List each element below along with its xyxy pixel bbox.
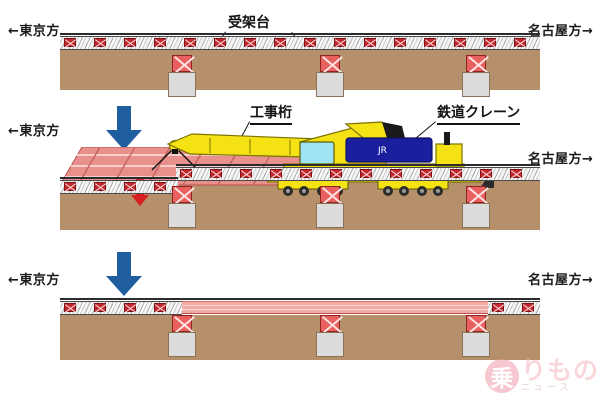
callout-koji-keta: 工事桁 <box>250 102 292 125</box>
sleeper-tie <box>450 169 462 178</box>
ballast-bed-1 <box>60 36 540 50</box>
sleeper-tie <box>484 38 496 47</box>
support-stand <box>466 315 486 332</box>
sleeper-tie <box>64 303 76 312</box>
panel-step-2: ←東京方 名古屋方→ 工事桁 鉄道クレーン <box>0 100 600 230</box>
sleeper-tie <box>424 38 436 47</box>
sleeper-tie <box>244 38 256 47</box>
direction-label-tokyo-3: ←東京方 <box>8 273 60 288</box>
sleeper-tie <box>180 169 192 178</box>
sleeper-tie <box>334 38 346 47</box>
support-footing <box>462 332 490 357</box>
direction-label-tokyo-2: ←東京方 <box>8 124 60 139</box>
sleeper-tie <box>514 38 526 47</box>
direction-label-nagoya-2: 名古屋方→ <box>528 152 594 167</box>
sleeper-tie <box>154 303 166 312</box>
track-assembly-3 <box>60 298 540 316</box>
sleeper-tie <box>522 303 534 312</box>
sleeper-tie <box>210 169 222 178</box>
rail-line-2-left <box>60 177 178 179</box>
ballast-bed-3 <box>60 301 182 315</box>
support-footing <box>316 72 344 97</box>
track-assembly-2-left <box>60 177 178 195</box>
callout-tetsudo-crane: 鉄道クレーン <box>437 102 521 125</box>
ballast-bed-3-right <box>488 301 540 315</box>
track-assembly-1 <box>60 33 540 51</box>
sleeper-tie <box>94 182 106 191</box>
step-arrow-down-1 <box>100 104 148 156</box>
rail-line-3 <box>60 298 540 300</box>
support-stand <box>320 186 340 203</box>
sleeper-tie <box>64 182 76 191</box>
support-stand <box>320 55 340 72</box>
support-stand <box>172 186 192 203</box>
ballast-bed-2-left <box>60 180 178 194</box>
sleeper-tie <box>454 38 466 47</box>
step-arrow-down-2 <box>100 250 148 302</box>
sleeper-tie <box>124 38 136 47</box>
support-footing <box>316 332 344 357</box>
support-footing <box>168 72 196 97</box>
support-stand <box>172 315 192 332</box>
sleeper-tie <box>330 169 342 178</box>
girder-line <box>178 305 490 306</box>
crane-jr-mark: JR <box>377 146 387 156</box>
sleeper-tie <box>420 169 432 178</box>
girder-line <box>178 309 490 310</box>
sleeper-tie <box>270 169 282 178</box>
support-footing <box>168 203 196 228</box>
direction-label-nagoya-1: 名古屋方→ <box>528 24 594 39</box>
sleeper-tie <box>94 303 106 312</box>
sleeper-tie <box>364 38 376 47</box>
support-footing <box>462 72 490 97</box>
sleeper-tie <box>124 303 136 312</box>
sleeper-tie <box>184 38 196 47</box>
sleeper-tie <box>274 38 286 47</box>
rail-line-2-right <box>176 164 540 166</box>
panel-step-3: ←東京方 名古屋方→ <box>0 255 600 400</box>
ground-soil-1 <box>60 50 540 90</box>
support-footing <box>316 203 344 228</box>
sleeper-tie <box>510 169 522 178</box>
sleeper-tie <box>64 38 76 47</box>
callout-uke-kadai: 受架台 <box>228 12 270 35</box>
sleeper-tie <box>94 38 106 47</box>
direction-label-tokyo-1: ←東京方 <box>8 24 60 39</box>
direction-label-nagoya-3: 名古屋方→ <box>528 273 594 288</box>
support-stand <box>320 315 340 332</box>
ballast-bed-2-right <box>176 167 540 181</box>
rail-line-1 <box>60 33 540 35</box>
sleeper-tie <box>360 169 372 178</box>
sleeper-tie <box>154 38 166 47</box>
support-stand <box>466 186 486 203</box>
support-stand <box>172 55 192 72</box>
sleeper-tie <box>492 303 504 312</box>
sleeper-tie <box>154 182 166 191</box>
sleeper-tie <box>214 38 226 47</box>
track-assembly-2-right <box>176 164 540 182</box>
sleeper-tie <box>300 169 312 178</box>
sleeper-tie <box>394 38 406 47</box>
sleeper-tie <box>480 169 492 178</box>
panel-step-1: ←東京方 名古屋方→ 受架台 <box>0 0 600 100</box>
sleeper-tie <box>124 182 136 191</box>
installed-construction-girder <box>178 301 490 314</box>
support-footing <box>168 332 196 357</box>
ground-soil-3 <box>60 315 540 360</box>
sleeper-tie <box>240 169 252 178</box>
sleeper-tie <box>390 169 402 178</box>
support-footing <box>462 203 490 228</box>
sleeper-tie <box>304 38 316 47</box>
support-stand <box>466 55 486 72</box>
